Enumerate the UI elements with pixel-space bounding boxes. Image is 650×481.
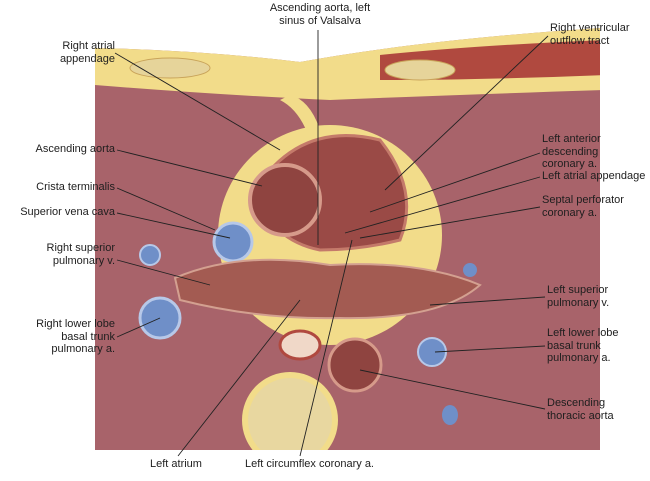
svc [212, 221, 254, 263]
chest-wall-fat [95, 28, 600, 100]
left-lower-pulm-a [417, 337, 447, 367]
label-right-atrial-appendage: Right atrial appendage [59, 40, 115, 65]
label-right-lower-lobe-pulmonary-a: Right lower lobe basal trunk pulmonary a… [36, 318, 115, 355]
label-ascending-aorta: Ascending aorta [35, 143, 116, 155]
vertebral-body [242, 372, 338, 450]
label-left-sinus-valsalva: Ascending aorta, left sinus of Valsalva [269, 2, 371, 27]
esophagus [278, 329, 322, 361]
left-atrium [173, 258, 482, 320]
aortic-root [248, 163, 322, 237]
label-left-atrial-appendage: Left atrial appendage [542, 170, 646, 182]
descending-aorta [327, 337, 383, 393]
label-left-superior-pulmonary-v: Left superior pulmonary v. [547, 284, 610, 309]
label-septal-perforator: Septal perforator coronary a. [542, 194, 624, 219]
label-left-atrium: Left atrium [150, 458, 202, 470]
label-rvot: Right ventricular outflow tract [550, 22, 630, 47]
label-left-circumflex: Left circumflex coronary a. [245, 458, 374, 470]
label-lad: Left anterior descending coronary a. [542, 133, 601, 170]
label-superior-vena-cava: Superior vena cava [20, 206, 115, 218]
leader-lines [114, 30, 549, 457]
label-descending-aorta: Descending thoracic aorta [547, 397, 614, 422]
label-crista-terminalis: Crista terminalis [36, 181, 115, 193]
label-right-superior-pulmonary-v: Right superior pulmonary v. [46, 242, 115, 267]
label-left-lower-lobe-pulmonary-a: Left lower lobe basal trunk pulmonary a. [547, 327, 619, 364]
